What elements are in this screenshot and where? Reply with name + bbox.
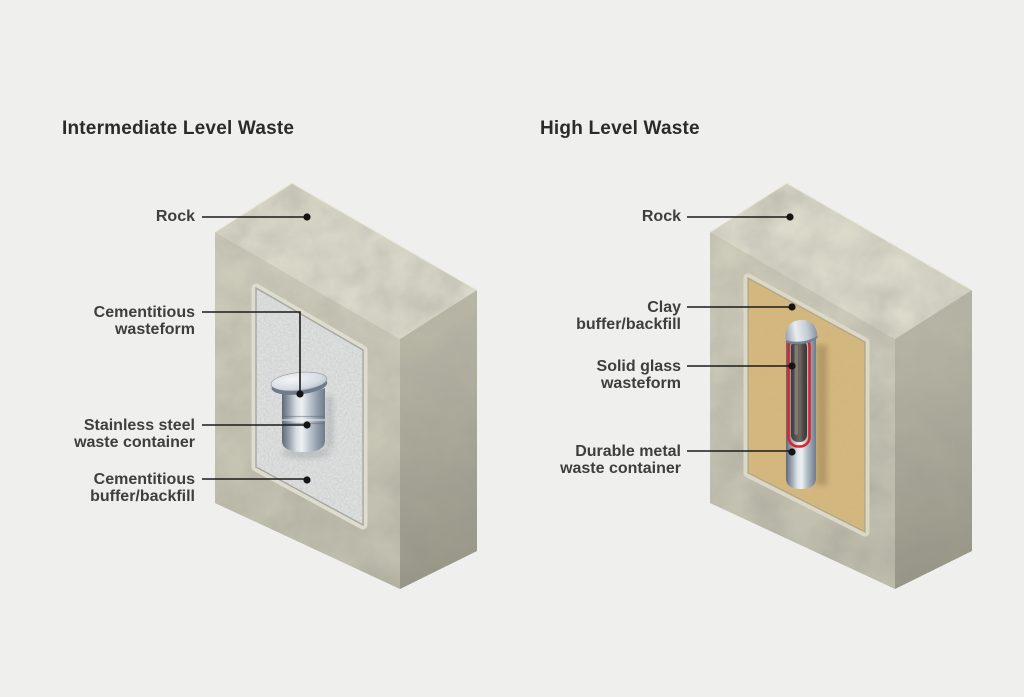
dot-ilw-rock [303, 213, 311, 221]
dot-ilw-wasteform [296, 390, 304, 398]
label-line: buffer/backfill [576, 316, 681, 333]
label-line: Cementitious [93, 304, 195, 321]
label-line: Rock [641, 208, 681, 225]
label-ilw-backfill: Cementitious buffer/backfill [90, 471, 195, 505]
ilw-recess-seam [255, 286, 364, 527]
label-line: Rock [155, 208, 195, 225]
dot-ilw-container [303, 421, 311, 429]
label-line: Cementitious [93, 471, 195, 488]
label-ilw-wasteform: Cementitious wasteform [94, 304, 195, 338]
dot-ilw-backfill [303, 476, 311, 484]
label-line: wasteform [600, 375, 681, 392]
hlw-cap-dome [785, 319, 818, 342]
hlw-glass-column [791, 340, 807, 442]
label-hlw-backfill: Clay buffer/backfill [576, 299, 681, 333]
ilw-rock-block [214, 182, 478, 589]
label-line: Clay [647, 299, 681, 316]
hlw-rock-block [709, 182, 973, 589]
dot-hlw-container [788, 448, 796, 456]
hlw-glass-highlight [794, 345, 798, 435]
title-high-level-waste: High Level Waste [540, 118, 700, 139]
label-line: Solid glass [596, 358, 681, 375]
label-hlw-rock: Rock [642, 208, 681, 225]
hlw-rock-top-face [710, 183, 972, 339]
leader-ilw-wasteform [202, 311, 301, 392]
hlw-side-shading [895, 290, 972, 589]
label-hlw-container: Durable metal waste container [560, 443, 681, 477]
title-intermediate-level-waste: Intermediate Level Waste [62, 118, 295, 139]
label-hlw-wasteform: Solid glass wasteform [597, 358, 681, 392]
ilw-drum-side-shadow [326, 396, 333, 448]
dot-hlw-backfill [788, 303, 796, 311]
ilw-rock-top-face [215, 183, 477, 339]
hlw-cylinder-side-shadow [816, 345, 827, 485]
leader-lines [202, 216, 792, 480]
hlw-recess-seam [747, 276, 866, 534]
label-ilw-rock: Rock [156, 208, 195, 225]
label-line: waste container [74, 434, 195, 451]
label-line: Durable metal [575, 443, 681, 460]
dot-hlw-rock [786, 213, 794, 221]
leader-dots [296, 213, 796, 484]
label-line: wasteform [114, 321, 195, 338]
label-line: Stainless steel [83, 417, 195, 434]
dot-hlw-wasteform [788, 362, 796, 370]
hlw-waste-container [785, 319, 827, 489]
ilw-side-shading [400, 290, 477, 589]
hlw-cylinder-cap [785, 319, 818, 345]
label-line: buffer/backfill [90, 488, 195, 505]
label-line: waste container [560, 460, 681, 477]
ilw-top-edge-highlight [214, 182, 478, 291]
label-ilw-container: Stainless steel waste container [74, 417, 195, 451]
hlw-top-edge-highlight [709, 182, 973, 291]
